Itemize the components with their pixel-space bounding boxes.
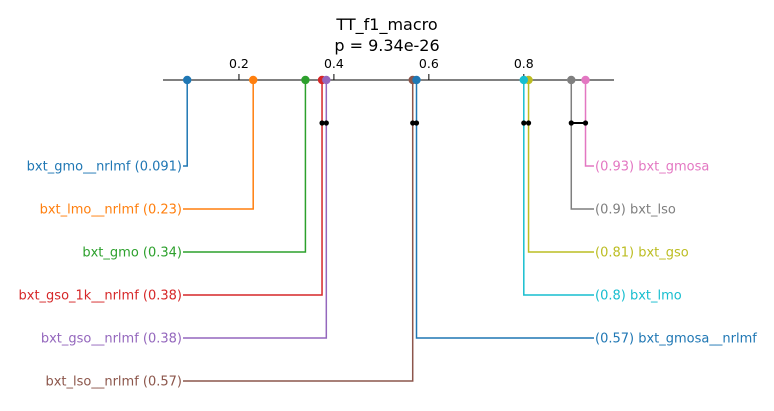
label-bxt-lmo: (0.8) bxt_lmo: [595, 289, 682, 304]
lead-bxt-lso-nrlmf: [183, 80, 414, 382]
clique-dot-0-1: [323, 120, 329, 126]
tick-label-3: 0.8: [514, 56, 534, 71]
marker-bxt-gmosa: [581, 75, 590, 85]
label-bxt-lso-nrlmf: bxt_lso__nrlmf (0.57): [45, 375, 182, 390]
lead-bxt-lmo: [523, 80, 594, 296]
chart-subtitle: p = 9.34e-26: [334, 36, 439, 55]
marker-bxt-gso-nrlmf: [322, 75, 331, 85]
tick-label-1: 0.4: [324, 56, 344, 71]
label-bxt-lso: (0.9) bxt_lso: [595, 203, 676, 218]
label-bxt-gso: (0.81) bxt_gso: [595, 246, 689, 261]
method-leads: [183, 80, 594, 382]
lead-bxt-gmo: [183, 80, 307, 253]
label-bxt-gmosa-nrlmf: (0.57) bxt_gmosa__nrlmf: [595, 332, 757, 347]
marker-bxt-gmo-nrlmf: [183, 75, 192, 85]
label-bxt-gmo: bxt_gmo (0.34): [82, 246, 182, 261]
clique-dot-3-1: [582, 120, 589, 126]
marker-bxt-gmo: [301, 75, 310, 85]
clique-dot-2-0: [521, 120, 527, 126]
chart-title: TT_f1_macro: [335, 15, 437, 35]
label-bxt-gso-1k-nrlmf: bxt_gso_1k__nrlmf (0.38): [19, 289, 182, 304]
tick-label-0: 0.2: [229, 56, 249, 71]
clique-dot-1-0: [410, 120, 416, 126]
clique-dot-0-0: [319, 120, 325, 126]
tick-label-2: 0.6: [419, 56, 439, 71]
lead-bxt-gso-1k-nrlmf: [183, 80, 323, 296]
lead-bxt-gmosa-nrlmf: [415, 80, 594, 339]
label-bxt-lmo-nrlmf: bxt_lmo__nrlmf (0.23): [40, 203, 182, 218]
clique-dot-2-1: [525, 120, 532, 126]
label-bxt-gmo-nrlmf: bxt_gmo__nrlmf (0.091): [27, 160, 182, 175]
lead-bxt-lso: [570, 80, 594, 210]
method-markers: [183, 75, 590, 85]
clique-dot-3-0: [568, 120, 574, 126]
lead-bxt-lmo-nrlmf: [183, 80, 254, 210]
label-bxt-gso-nrlmf: bxt_gso__nrlmf (0.38): [41, 332, 182, 347]
lead-bxt-gso: [527, 80, 594, 253]
lead-bxt-gmosa: [584, 80, 594, 167]
clique-bars: [319, 120, 589, 126]
marker-bxt-gmosa-nrlmf: [412, 75, 421, 85]
method-labels: bxt_gmo__nrlmf (0.091) bxt_lmo__nrlmf (0.…: [19, 160, 758, 390]
label-bxt-gmosa: (0.93) bxt_gmosa: [595, 160, 709, 175]
lead-bxt-gso-nrlmf: [183, 80, 328, 339]
marker-bxt-lmo-nrlmf: [249, 75, 258, 85]
axis-ticks: 0.2 0.4 0.6 0.8: [229, 56, 534, 80]
marker-bxt-lmo: [519, 75, 528, 85]
marker-bxt-lso: [567, 75, 576, 85]
lead-bxt-gmo-nrlmf: [183, 80, 188, 167]
clique-dot-1-1: [413, 120, 420, 126]
